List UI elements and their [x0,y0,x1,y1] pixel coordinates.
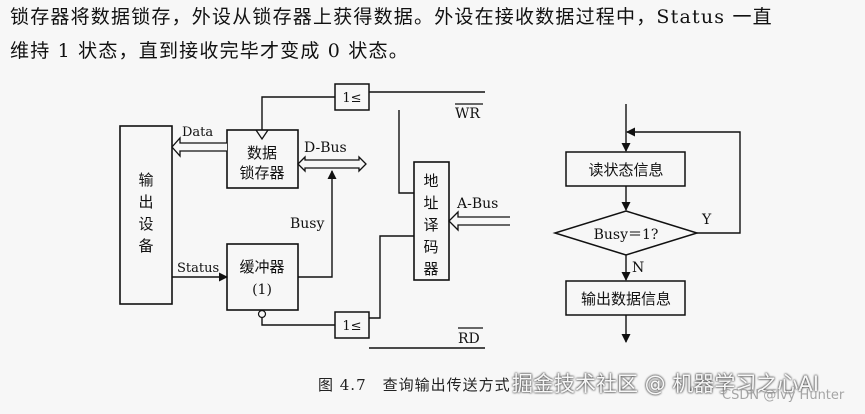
yes-loop-line [626,127,741,234]
no-label: N [632,260,644,276]
rd-gate-label: 1≤ [342,319,361,334]
wr-gate-label: 1≤ [342,91,361,106]
decision-label: Busy＝1? [594,227,659,243]
decoder-label-5: 器 [423,260,438,278]
decoder-label-1: 地 [423,172,438,190]
buffer-box [226,243,299,311]
output-device-label-3: 设 [138,215,153,233]
description-paragraph: 锁存器将数据锁存，外设从锁存器上获得数据。外设在接收数据过程中，Status 一… [10,0,860,68]
latch-label-1: 数据 [247,144,277,162]
buffer-label-1: 缓冲器 [239,258,284,276]
dbus-label: D-Bus [304,140,347,156]
figure-caption: 图 4.7 查询输出传送方式 [318,376,511,394]
watermark-main: 掘金技术社区 @ 机器学习之心AI [512,372,819,396]
watermark-sub: CSDN @Ivy Hunter [722,388,845,403]
address-decoder-box [413,161,450,281]
busy-line [298,170,337,278]
output-device-label-4: 备 [138,237,153,255]
read-status-box [565,151,686,187]
decoder-label-2: 址 [423,194,438,212]
output-device-label-2: 出 [138,193,153,211]
rd-gate-to-buffer [261,318,335,326]
decoder-to-wr-gate [398,110,414,194]
abus-label: A-Bus [456,196,498,212]
status-label: Status [177,261,219,276]
decoder-label-4: 码 [423,238,438,256]
latch-label-2: 锁存器 [239,164,284,182]
data-latch-box [226,129,299,189]
abus-arrow [448,210,510,232]
wr-gate-to-latch [261,96,335,130]
output-device-box [119,125,173,305]
buffer-label-2: (1) [252,282,272,298]
decoder-to-rd-gate [369,235,414,319]
yes-label: Y [701,212,712,228]
data-bus-arrow [171,136,227,158]
buffer-clear-bubble [257,309,267,319]
dbus-arrow [297,155,367,173]
output-device-label-1: 输 [138,171,153,189]
busy-label: Busy [290,216,324,232]
paragraph-line-2: 维持 1 状态，直到接收完毕才变成 0 状态。 [10,40,409,62]
wr-label: WR [455,106,480,122]
output-data-label: 输出数据信息 [581,290,671,308]
output-data-box [565,280,686,316]
read-status-label: 读状态信息 [588,161,663,179]
paragraph-line-1: 锁存器将数据锁存，外设从锁存器上获得数据。外设在接收数据过程中，Status 一… [10,6,773,28]
data-label: Data [182,125,213,140]
latch-clock-triangle [255,129,269,141]
decoder-label-3: 译 [423,216,438,234]
rd-label: RD [458,331,480,347]
